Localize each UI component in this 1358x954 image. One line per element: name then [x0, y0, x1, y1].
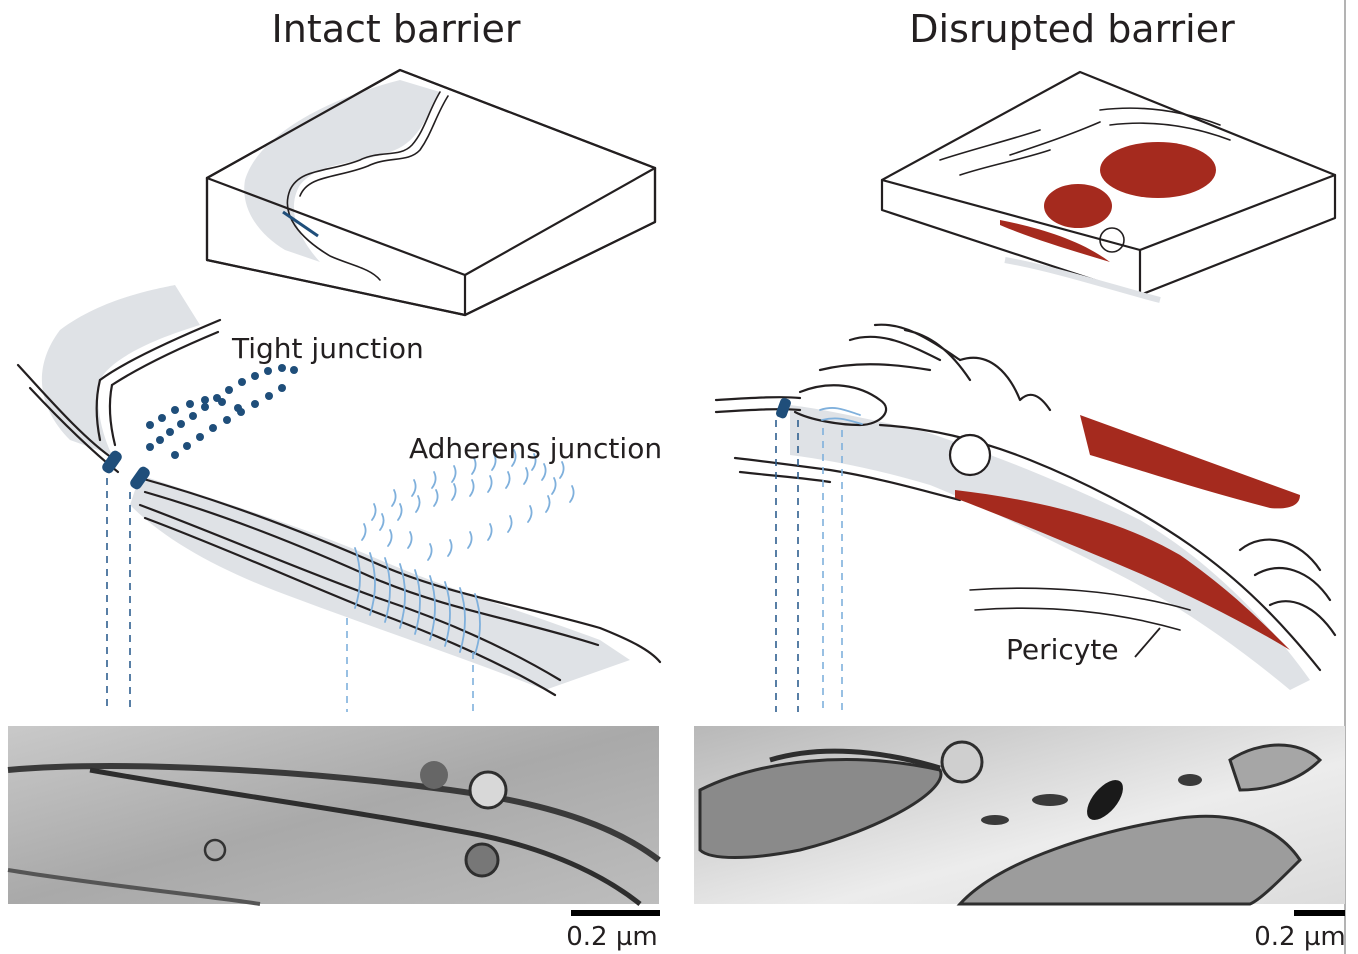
tight-junction-label: Tight junction [231, 332, 424, 365]
pericyte-leader-line [1135, 628, 1160, 657]
adherens-junction-label: Adherens junction [409, 432, 662, 465]
disrupted-scale-bar: 0.2 µm [1254, 910, 1345, 952]
tight-junction-strands [100, 364, 298, 491]
red-blood-cell [1044, 184, 1112, 228]
intact-barrier-panel: Intact barrier [8, 7, 662, 952]
disrupted-barrier-title: Disrupted barrier [909, 7, 1235, 51]
intact-tissue-block-illustration [207, 70, 655, 315]
disrupted-barrier-panel: Disrupted barrier [694, 7, 1346, 952]
intact-barrier-micrograph [8, 726, 659, 904]
red-blood-cell [1080, 415, 1300, 508]
intact-scale-bar: 0.2 µm [566, 910, 660, 952]
disrupted-scale-bar-label: 0.2 µm [1254, 922, 1345, 952]
intact-barrier-title: Intact barrier [272, 7, 521, 51]
red-blood-cell [1100, 142, 1216, 198]
disrupted-barrier-micrograph [694, 726, 1345, 904]
pericyte-label: Pericyte [1006, 633, 1119, 666]
disrupted-tissue-block-illustration [882, 72, 1335, 300]
intact-scale-bar-label: 0.2 µm [566, 922, 657, 952]
